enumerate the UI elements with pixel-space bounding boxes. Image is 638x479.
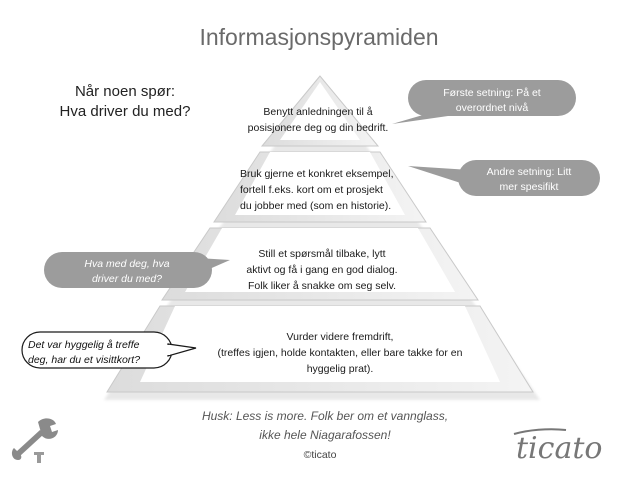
tier-2-line-2: fortell f.eks. kort om et prosjekt bbox=[240, 184, 383, 196]
pyramid-tier-2 bbox=[213, 151, 427, 223]
footer-line-2: ikke hele Niagarafossen! bbox=[259, 428, 391, 442]
pyramid-tier-3 bbox=[161, 227, 479, 301]
tier-3-line-3: Folk liker å snakke om seg selv. bbox=[247, 280, 397, 292]
tier-3-line-1: Still et spørsmål tilbake, lytt bbox=[258, 248, 386, 260]
footer-note: Husk: Less is more. Folk ber om et vanng… bbox=[190, 407, 460, 445]
tier-1-text: Benytt anledningen til å posisjonere deg… bbox=[226, 104, 410, 136]
callout-second-line-1: Andre setning: Litt bbox=[486, 166, 572, 178]
callout-closing-text: Det var hyggelig å treffe deg, har du et… bbox=[28, 338, 172, 368]
tier-4-line-3: hyggelig prat). bbox=[306, 363, 374, 375]
callout-second-sentence bbox=[408, 160, 600, 196]
tier-3-text: Still et spørsmål tilbake, lytt aktivt o… bbox=[222, 246, 422, 294]
tier-2-line-3: du jobber med (som en historie). bbox=[240, 200, 392, 212]
callout-closing-line-1: Det var hyggelig å treffe bbox=[28, 339, 140, 351]
question-line-2: Hva driver du med? bbox=[59, 103, 191, 120]
tier-4-line-2: (treffes igjen, holde kontakten, eller b… bbox=[217, 347, 463, 359]
callout-ask-back-line-1: Hva med deg, hva bbox=[84, 258, 170, 270]
tier-1-line-2: posisjonere deg og din bedrift. bbox=[247, 122, 389, 134]
tier-4-text: Vurder videre fremdrift, (treffes igjen,… bbox=[190, 329, 490, 377]
callout-first-text: Første setning: På et overordnet nivå bbox=[412, 86, 572, 116]
callout-first-line-1: Første setning: På et bbox=[443, 87, 541, 99]
screw-icon bbox=[34, 452, 44, 463]
callout-closing bbox=[21, 331, 197, 369]
pyramid-tier-1 bbox=[260, 75, 380, 147]
tier-1-line-1: Benytt anledningen til å bbox=[263, 106, 373, 118]
page-title: Informasjonspyramiden bbox=[199, 24, 439, 50]
question-text: Når noen spør: Hva driver du med? bbox=[40, 82, 210, 122]
callout-second-text: Andre setning: Litt mer spesifikt bbox=[464, 165, 594, 195]
callout-closing-line-2: deg, har du et visittkort? bbox=[28, 354, 141, 366]
callout-first-line-2: overordnet nivå bbox=[455, 102, 529, 114]
callout-second-line-2: mer spesifikt bbox=[499, 181, 559, 193]
footer-line-1: Husk: Less is more. Folk ber om et vanng… bbox=[201, 409, 449, 423]
ticato-logo: ticato bbox=[513, 428, 602, 466]
tier-2-text: Bruk gjerne et konkret eksempel, fortell… bbox=[240, 166, 420, 214]
pyramid-tier-4 bbox=[106, 305, 534, 393]
tier-4-line-1: Vurder videre fremdrift, bbox=[286, 331, 394, 343]
wrench-icon bbox=[11, 418, 58, 463]
copyright: ©ticato bbox=[303, 449, 337, 461]
callout-ask-back bbox=[44, 252, 230, 288]
tier-2-line-1: Bruk gjerne et konkret eksempel, bbox=[240, 168, 394, 180]
question-line-1: Når noen spør: bbox=[74, 83, 176, 100]
callout-first-sentence bbox=[392, 80, 576, 124]
callout-ask-back-text: Hva med deg, hva driver du med? bbox=[52, 257, 202, 287]
callout-ask-back-line-2: driver du med? bbox=[91, 273, 163, 285]
logo-text: ticato bbox=[516, 431, 602, 466]
tier-3-line-2: aktivt og få i gang en god dialog. bbox=[246, 264, 398, 276]
